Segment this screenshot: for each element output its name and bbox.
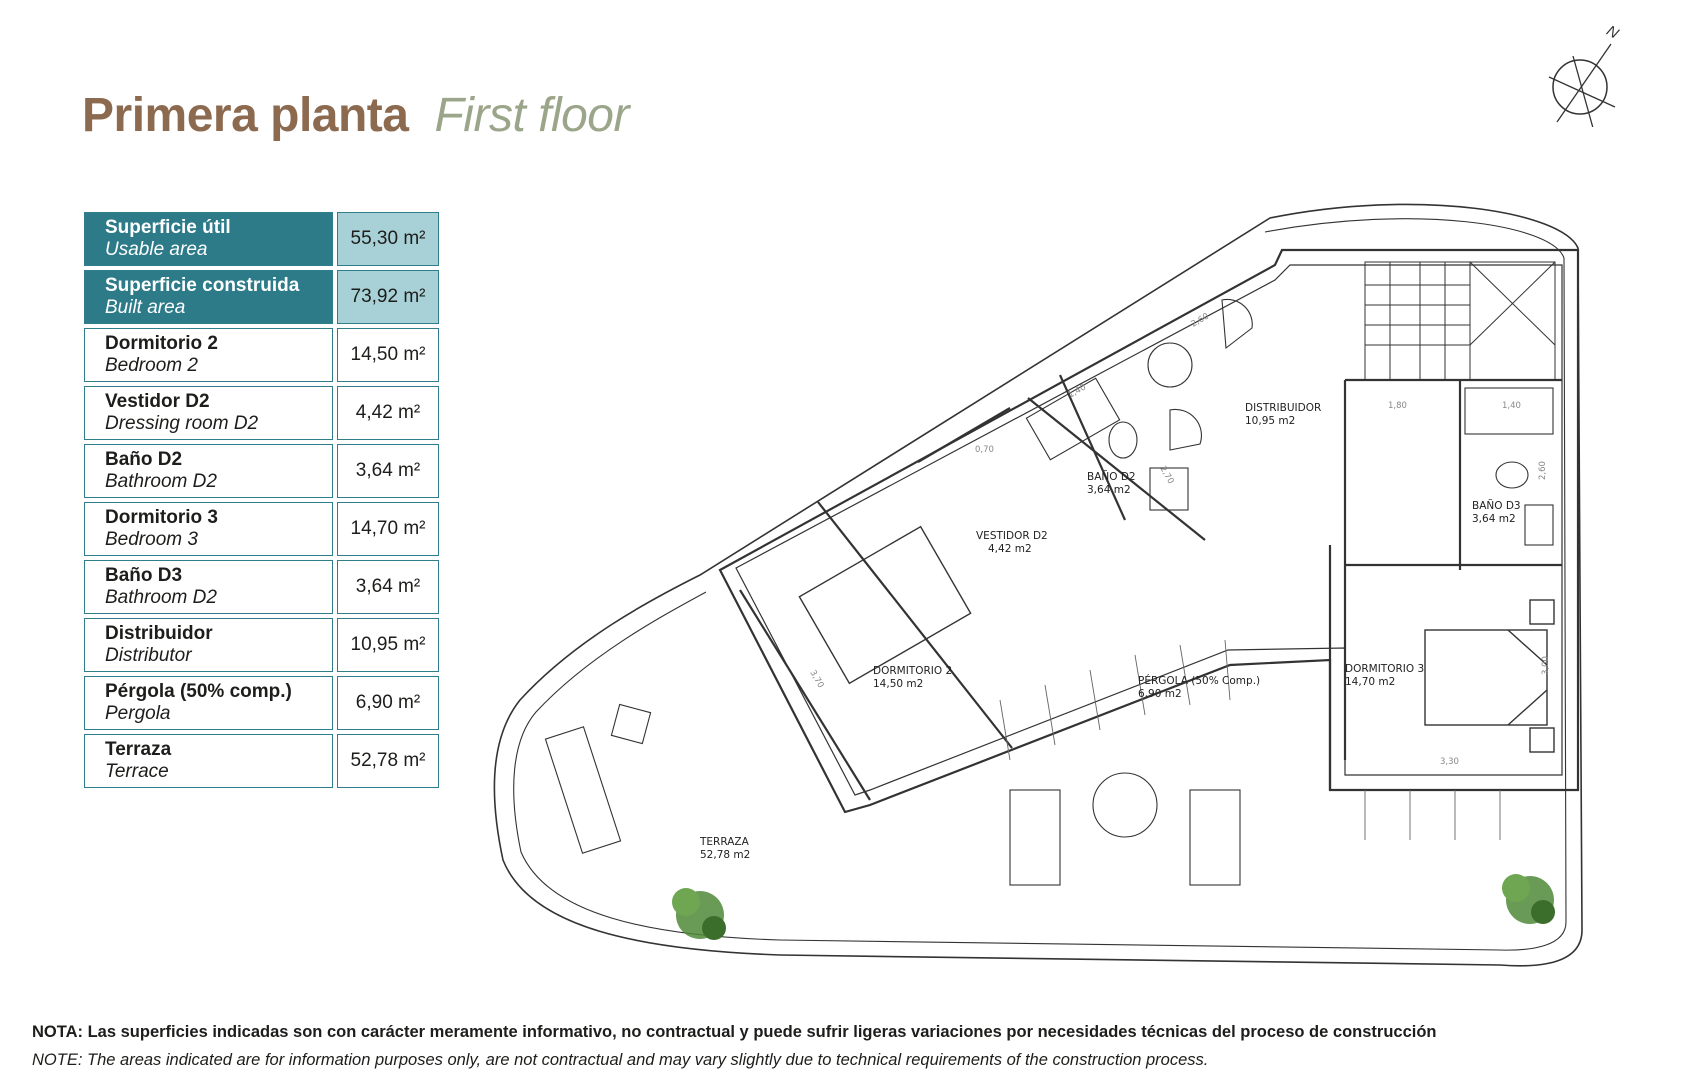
floor-plan: DISTRIBUIDOR 10,95 m2 BAÑO D2 3,64 m2 VE… <box>493 203 1583 967</box>
area-value: 55,30 m² <box>337 212 439 266</box>
dimension-label: 1,80 <box>1388 401 1407 411</box>
dimension-label: 3,30 <box>1440 757 1459 767</box>
room-area: 14,70 m2 <box>1345 676 1395 688</box>
bed-dormitorio-2 <box>798 525 972 685</box>
area-value: 6,90 m² <box>337 676 439 730</box>
page-title: Primera planta First floor <box>82 88 629 143</box>
furniture-chairs <box>544 298 1253 886</box>
dimension-label: 2,60 <box>1538 461 1548 480</box>
area-value: 3,64 m² <box>337 560 439 614</box>
terrace-inner-curve <box>513 218 1567 951</box>
tree-right-icon <box>1502 874 1555 924</box>
terrace-outline <box>493 203 1583 967</box>
area-value: 73,92 m² <box>337 270 439 324</box>
pergola-slats <box>999 639 1501 840</box>
dimension-label: 0,70 <box>975 445 994 455</box>
room-area: 10,95 m2 <box>1245 415 1295 427</box>
room-area: 14,50 m2 <box>873 678 923 690</box>
dimension-label: 2,60 <box>1190 311 1211 329</box>
room-area: 3,64 m2 <box>1087 484 1131 496</box>
area-value: 14,50 m² <box>337 328 439 382</box>
dimension-label: 1,40 <box>1502 401 1521 411</box>
area-value: 3,64 m² <box>337 444 439 498</box>
area-label-cell: Pérgola (50% comp.)Pergola <box>84 676 333 730</box>
room-area: 6,90 m2 <box>1138 688 1182 700</box>
disclaimer-note: NOTA: Las superficies indicadas son con … <box>32 1018 1672 1074</box>
title-spanish: Primera planta <box>82 89 409 142</box>
dimension-label: 3,00 <box>1541 656 1551 675</box>
staircase <box>1364 261 1556 381</box>
room-area: 3,64 m2 <box>1472 513 1516 525</box>
room-name: BAÑO D2 <box>1087 470 1136 483</box>
building-walls <box>718 248 1580 814</box>
area-row-pergola: Pérgola (50% comp.)Pergola 6,90 m² <box>84 676 439 730</box>
area-value: 4,42 m² <box>337 386 439 440</box>
room-area: 52,78 m2 <box>700 849 750 861</box>
room-name: PÉRGOLA (50% Comp.) <box>1138 674 1260 687</box>
area-value: 14,70 m² <box>337 502 439 556</box>
note-english: NOTE: The areas indicated are for inform… <box>32 1051 1209 1069</box>
room-name: DORMITORIO 2 <box>873 665 952 677</box>
tree-left-icon <box>672 888 726 940</box>
room-name: DORMITORIO 3 <box>1345 663 1424 675</box>
room-name: BAÑO D3 <box>1472 499 1521 512</box>
room-name: TERRAZA <box>699 836 750 848</box>
dimension-label: 3,70 <box>807 669 825 690</box>
bathroom-fixtures <box>1025 377 1554 546</box>
room-name: VESTIDOR D2 <box>976 530 1048 542</box>
bed-dormitorio-3 <box>1424 599 1555 753</box>
dimension-label: 1,40 <box>1067 382 1088 400</box>
compass-icon: N <box>1548 22 1622 127</box>
room-name: DISTRIBUIDOR <box>1245 402 1321 414</box>
area-value: 52,78 m² <box>337 734 439 788</box>
room-area: 4,42 m2 <box>988 543 1032 555</box>
title-english: First floor <box>434 89 629 142</box>
note-spanish: NOTA: Las superficies indicadas son con … <box>32 1023 1437 1041</box>
area-value: 10,95 m² <box>337 618 439 672</box>
compass-north-label: N <box>1604 22 1622 42</box>
